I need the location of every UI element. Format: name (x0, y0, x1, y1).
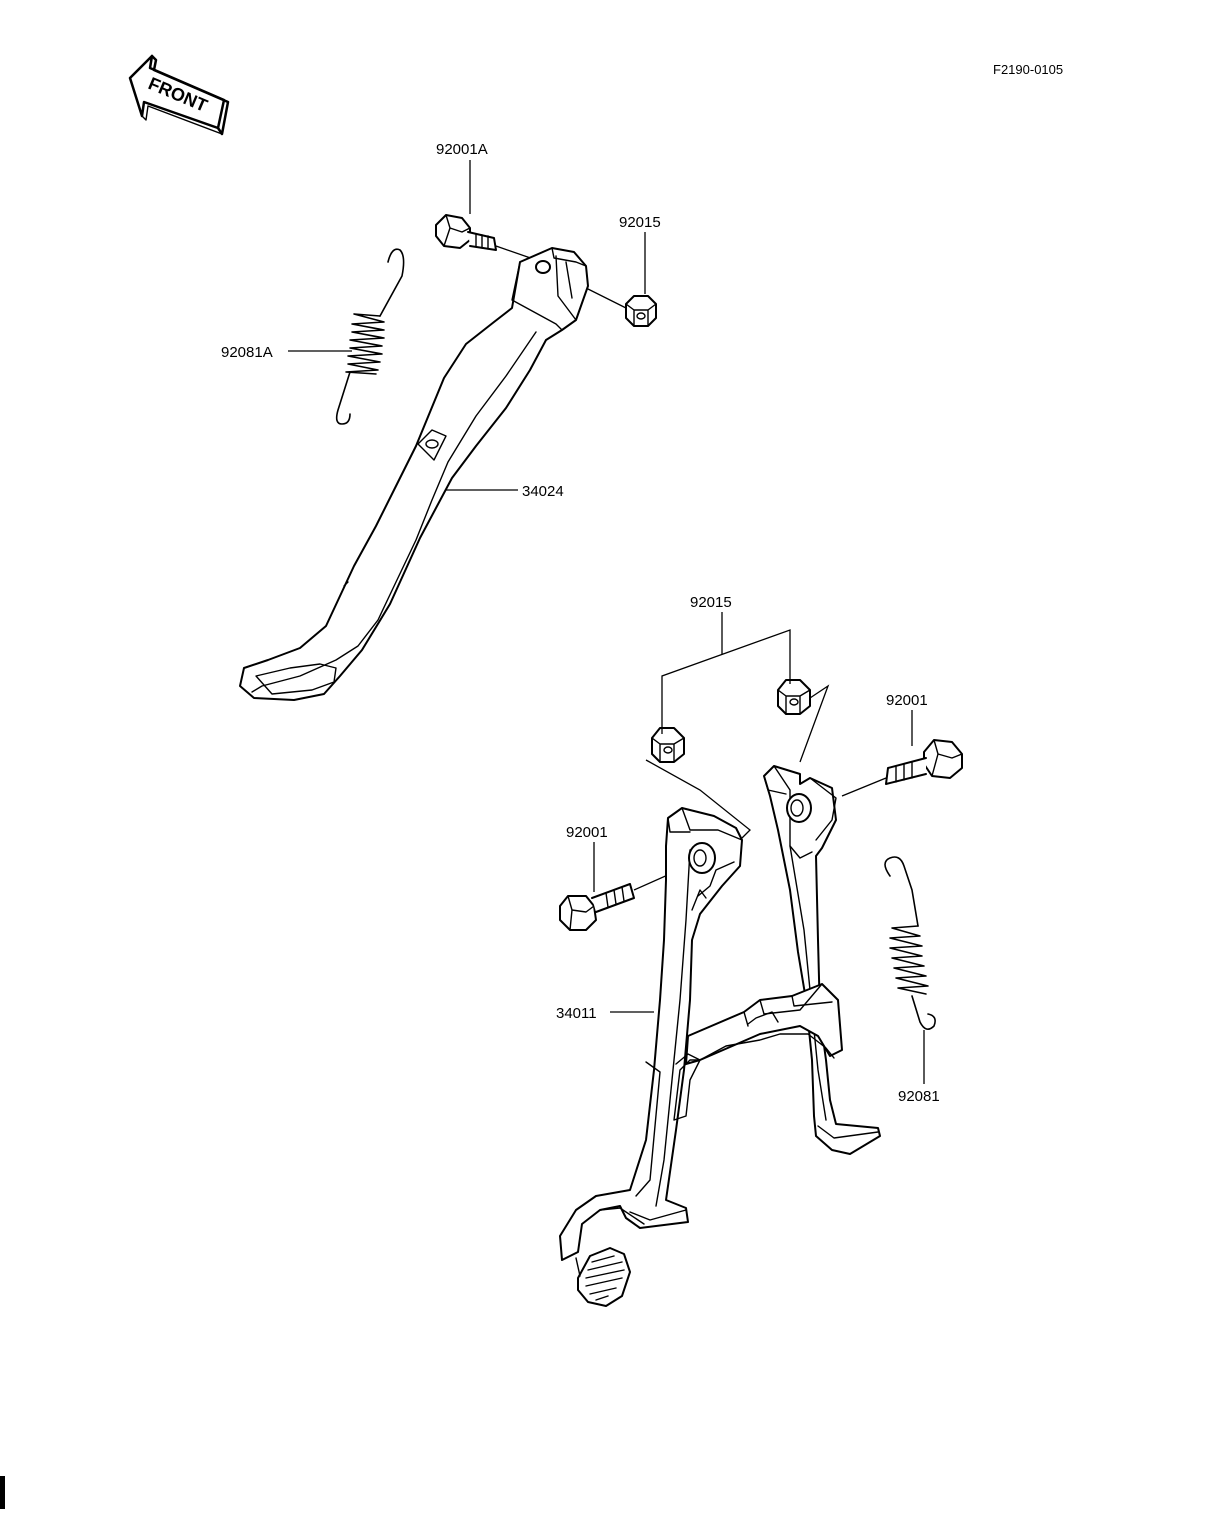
side-stand-34024-icon (239, 247, 589, 701)
scan-edge-mark (0, 1476, 5, 1509)
diagram-reference-code: F2190-0105 (993, 62, 1063, 77)
nut-92015-center-right-icon (777, 679, 811, 715)
spring-92081-icon (884, 856, 936, 1030)
part-label-34024: 34024 (522, 483, 564, 500)
nut-92015-center-left-icon (651, 727, 685, 763)
front-arrow-icon: FRONT (128, 54, 230, 136)
spring-92081a-icon (335, 248, 405, 425)
part-label-92081a: 92081A (221, 344, 273, 361)
part-label-92001-right: 92001 (886, 692, 928, 709)
bolt-92001a-icon (435, 214, 497, 251)
bolt-92001-right-icon (885, 739, 963, 785)
part-label-92015-center: 92015 (690, 594, 732, 611)
part-label-92001a: 92001A (436, 141, 488, 158)
nut-92015-side-icon (625, 295, 657, 327)
center-stand-34011-icon (559, 765, 881, 1307)
part-label-92081: 92081 (898, 1088, 940, 1105)
bolt-92001-left-icon (559, 883, 635, 931)
part-label-92015-side: 92015 (619, 214, 661, 231)
part-label-92001-left: 92001 (566, 824, 608, 841)
part-label-34011: 34011 (556, 1005, 597, 1022)
